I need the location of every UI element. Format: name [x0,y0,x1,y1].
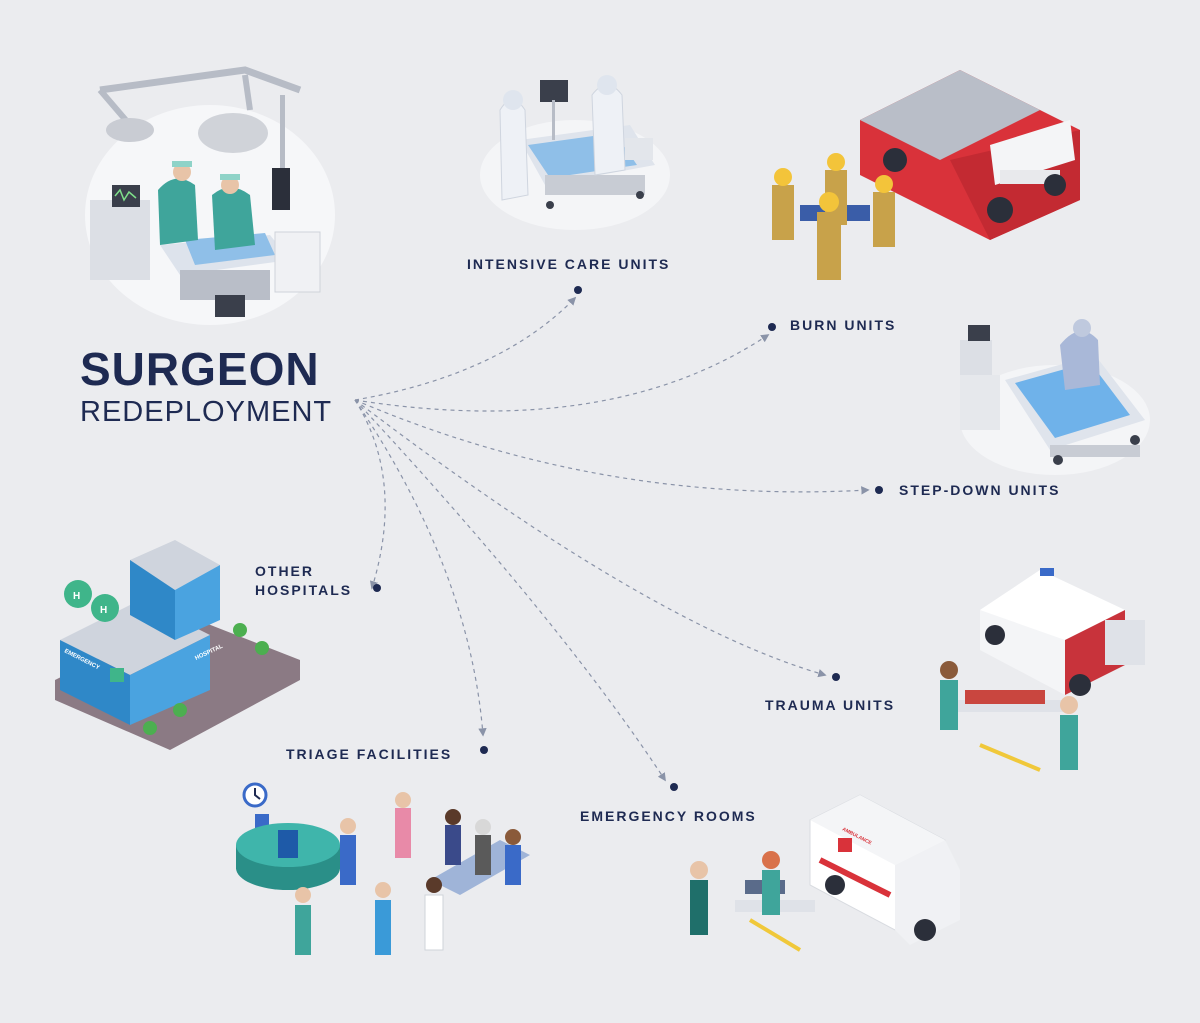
diagram-subtitle: REDEPLOYMENT [80,396,333,428]
arrow-to-hospitals [354,399,386,590]
fire-truck-illustration [772,70,1080,280]
dot-stepdown [875,486,883,494]
label-triage-facilities: TRIAGE FACILITIES [286,746,453,762]
dot-icu [574,286,582,294]
arrow-to-stepdown [354,399,870,495]
arrows [354,296,870,782]
helipad-label-2: H [100,605,107,616]
operating-room-illustration [85,66,335,325]
dot-er [670,783,678,791]
arrow-to-triage [354,399,487,737]
label-dots [373,286,883,791]
arrow-to-burn [354,334,770,412]
helipad-label: H [73,591,80,602]
label-trauma-units: TRAUMA UNITS [765,697,896,713]
dot-hospitals [373,584,381,592]
patient-bed-illustration [960,319,1150,475]
label-intensive-care-units: INTENSIVE CARE UNITS [467,256,671,272]
firefighter-team [772,153,895,280]
diagram-title: SURGEON [80,343,320,395]
ambulance-illustration [690,794,960,952]
icu-bed-illustration [480,75,670,230]
label-burn-units: BURN UNITS [790,317,897,333]
arrow-to-icu [354,296,577,401]
dot-triage [480,746,488,754]
dot-trauma [832,673,840,681]
label-other-hospitals: OTHER HOSPITALS [255,563,353,598]
label-emergency-rooms: EMERGENCY ROOMS [580,808,757,824]
arrow-to-trauma [354,399,827,678]
hospital-building-illustration [55,540,300,750]
waiting-room-illustration [236,782,530,955]
dot-burn [768,323,776,331]
label-step-down-units: STEP-DOWN UNITS [899,482,1061,498]
arrow-to-er [354,399,666,782]
ambulance-stretcher-illustration [940,568,1145,772]
